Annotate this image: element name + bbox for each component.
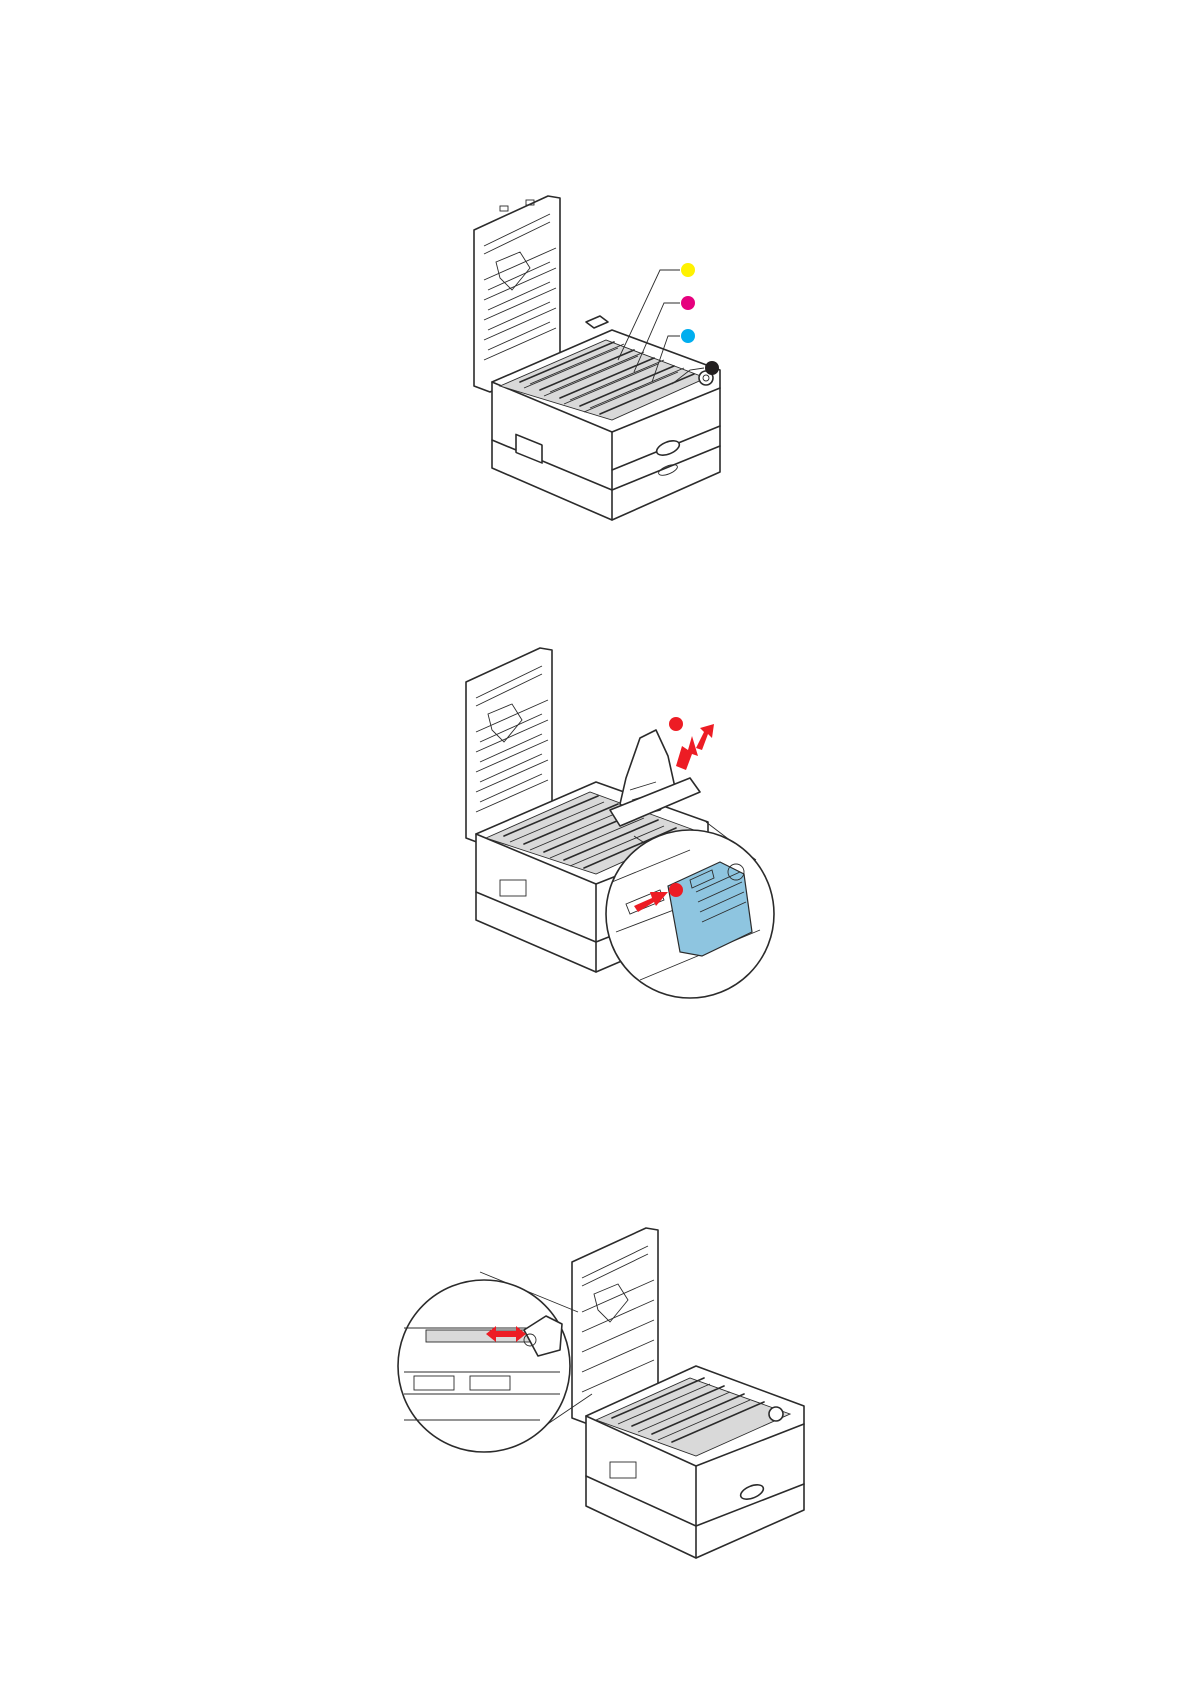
red-step-dot [669,883,683,897]
printer-illustration-2 [0,560,1190,1060]
hand-lifting-drum [610,730,700,826]
red-arrow-up-icon [696,724,714,750]
figure-clean-led-heads [0,1180,1190,1620]
printer-illustration-1 [0,0,1190,540]
red-arrow-up-icon [676,736,698,770]
lift-arrows [676,724,714,770]
red-step-dot [669,717,683,731]
magenta-toner-dot [681,296,695,310]
figure-remove-drum [0,560,1190,1060]
figure-printer-color-positions [0,0,1190,540]
black-toner-dot [705,361,719,375]
yellow-toner-dot [681,263,695,277]
detail-magnifier [398,1272,592,1452]
cyan-toner-dot [681,329,695,343]
printer-illustration-3 [0,1180,1190,1620]
